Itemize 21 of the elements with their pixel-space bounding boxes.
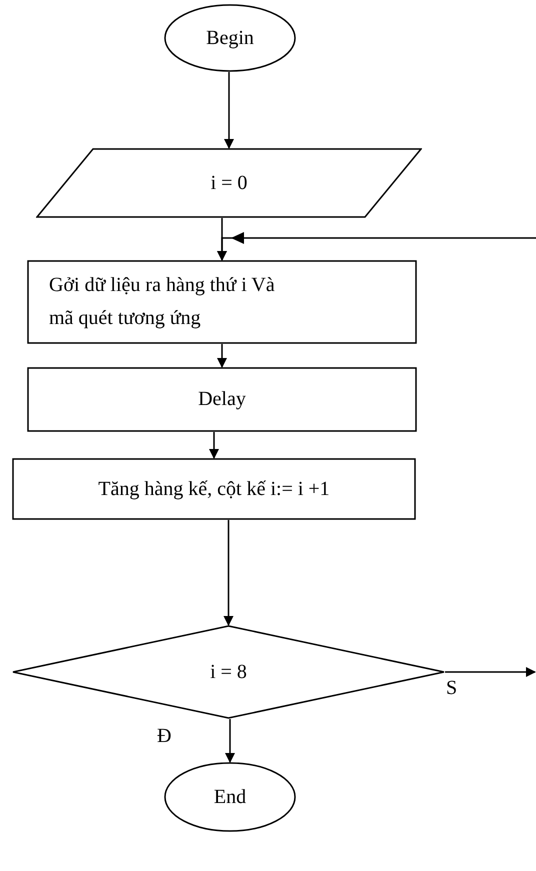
terminal-ellipse bbox=[164, 4, 296, 72]
node-text: i = 0 bbox=[210, 170, 248, 196]
node-text: Gởi dữ liệu ra hàng thứ i Và mã quét tương ứng bbox=[49, 273, 276, 331]
arrow bbox=[224, 520, 234, 626]
decision-diamond bbox=[12, 625, 445, 719]
node-text: End bbox=[214, 784, 246, 810]
arrow bbox=[209, 432, 219, 459]
node-text: Delay bbox=[198, 387, 246, 412]
node-text: Tăng hàng kế, cột kế i:= i +1 bbox=[98, 476, 330, 502]
arrow bbox=[224, 72, 234, 149]
process-box bbox=[27, 367, 417, 432]
process-box bbox=[12, 458, 416, 520]
arrow bbox=[225, 719, 235, 763]
arrow bbox=[217, 344, 227, 368]
node-text: i = 8 bbox=[210, 660, 247, 684]
node-text: Begin bbox=[206, 26, 254, 50]
input-parallelogram bbox=[36, 148, 422, 218]
terminal-ellipse bbox=[164, 762, 296, 832]
arrow bbox=[445, 667, 536, 677]
arrow bbox=[217, 232, 536, 261]
process-box bbox=[27, 260, 417, 344]
